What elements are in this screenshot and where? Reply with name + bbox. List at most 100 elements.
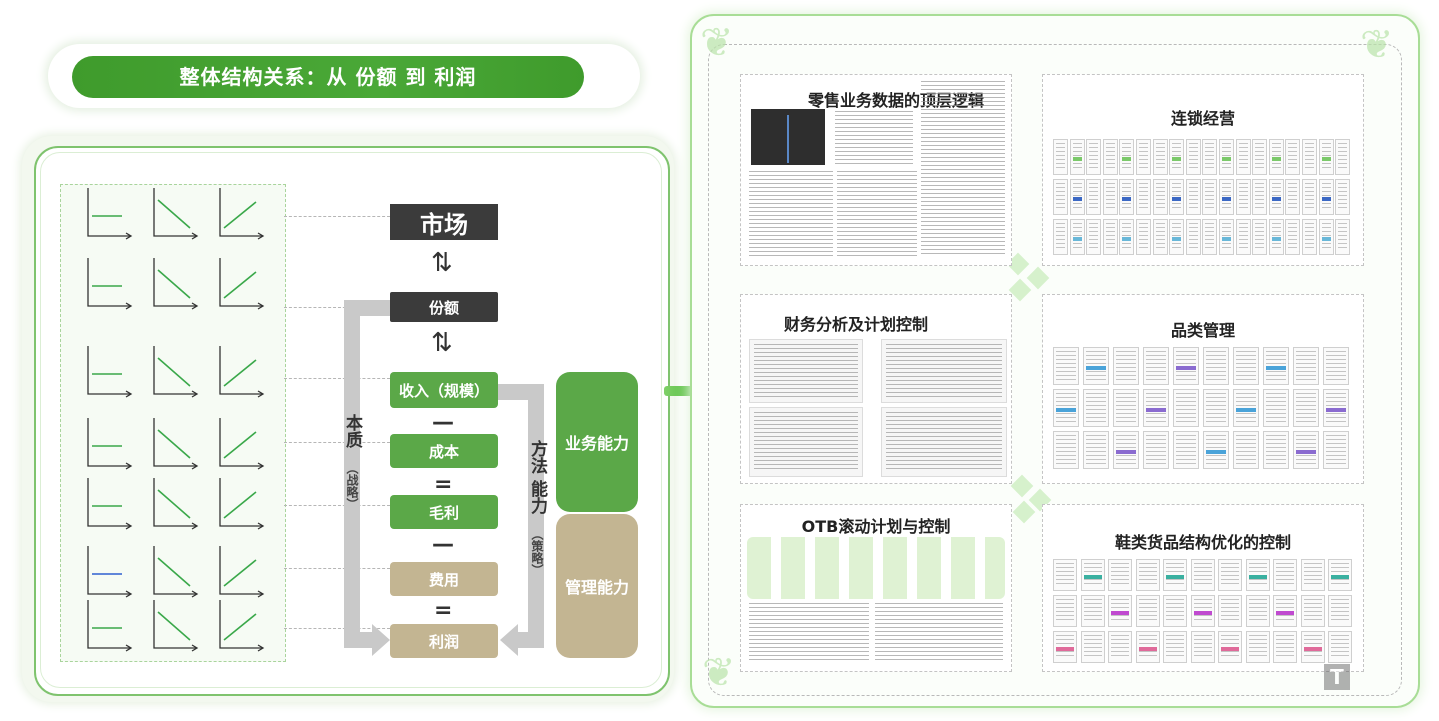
mini-trend-icon <box>87 418 133 470</box>
card-chain[interactable]: 连锁经营 <box>1042 74 1364 266</box>
thumbnail-text <box>1266 393 1286 423</box>
thumbnail-text <box>1193 635 1212 659</box>
method-sub-label: （策略） <box>530 528 544 576</box>
doc-text-block <box>886 344 1002 398</box>
thumbnail-text <box>1056 563 1074 587</box>
doc-thumbnail <box>1119 219 1135 255</box>
thumbnail-text <box>1248 635 1267 659</box>
thumbnail-accent <box>1271 157 1281 161</box>
thumbnail-accent <box>1172 197 1182 201</box>
thumbnail-accent <box>1303 647 1322 651</box>
doc-thumbnail <box>1235 139 1251 175</box>
mini-trend-icon <box>87 546 133 598</box>
thumbnail-text <box>1248 599 1267 623</box>
card-category[interactable]: 品类管理 <box>1042 294 1364 484</box>
doc-text-block <box>886 412 1002 472</box>
thumbnail-accent <box>1271 197 1281 201</box>
thumbnail-text <box>1116 351 1136 381</box>
thumbnail-text <box>1305 223 1314 251</box>
thumbnail-accent <box>1056 408 1076 412</box>
card-finance[interactable]: 财务分析及计划控制 <box>740 294 1012 484</box>
doc-thumbnail <box>1245 631 1270 663</box>
doc-thumbnail <box>1328 559 1352 591</box>
otb-mindmap <box>747 537 1005 599</box>
doc-thumbnail <box>1203 347 1229 385</box>
mini-trend-icon <box>153 600 199 652</box>
expense-node: 费用 <box>390 562 498 596</box>
thumbnail-text <box>1111 635 1129 659</box>
doc-thumbnail <box>1202 139 1218 175</box>
doc-thumbnail <box>1080 559 1105 591</box>
doc-thumbnail <box>1086 139 1102 175</box>
card-shoes[interactable]: 鞋类货品结构优化的控制 <box>1042 504 1364 672</box>
doc-thumbnail <box>1136 139 1151 175</box>
doc-thumbnail <box>1163 631 1187 663</box>
thumbnail-text <box>1236 351 1256 381</box>
equals-sign-2: = <box>434 598 453 623</box>
doc-thumbnail <box>1080 595 1105 627</box>
business-capability-box: 业务能力 <box>556 372 638 512</box>
thumbnail-accent <box>1321 197 1331 201</box>
doc-thumbnail <box>1113 347 1139 385</box>
finance-doc-page <box>749 407 863 477</box>
doc-thumbnail <box>1203 431 1229 469</box>
mini-trend-icon <box>219 546 265 598</box>
thumbnail-accent <box>1176 366 1196 370</box>
doc-thumbnail <box>1318 219 1334 255</box>
doc-thumbnail <box>1318 179 1334 215</box>
doc-thumbnail <box>1119 179 1135 215</box>
thumbnail-text <box>1206 351 1226 381</box>
doc-thumbnail <box>1302 219 1317 255</box>
doc-thumbnail <box>1185 219 1201 255</box>
doc-thumbnail <box>1080 631 1105 663</box>
doc-thumbnail <box>1152 139 1168 175</box>
mini-trend-icon <box>87 478 133 530</box>
thumbnail-text <box>1056 183 1065 211</box>
doc-thumbnail <box>1323 431 1349 469</box>
thumbnail-text <box>1139 223 1148 251</box>
doc-thumbnail <box>1300 595 1325 627</box>
doc-thumbnail <box>1143 347 1169 385</box>
doc-thumbnail <box>1293 431 1319 469</box>
thumbnail-accent <box>1172 157 1182 161</box>
thumbnail-text <box>1236 435 1256 465</box>
card-otb[interactable]: OTB滚动计划与控制 <box>740 504 1012 672</box>
doc-thumbnail <box>1202 219 1218 255</box>
finance-doc-page <box>749 339 863 403</box>
guide-line-cost <box>284 442 390 443</box>
doc-thumbnail <box>1086 219 1102 255</box>
mini-trend-icon <box>219 346 265 398</box>
thumbnail-text <box>1221 599 1239 623</box>
thumbnail-text <box>1105 183 1115 211</box>
thumbnail-text <box>1276 635 1294 659</box>
essence-sub-label: （战略） <box>345 462 359 510</box>
thumbnail-accent <box>1086 366 1106 370</box>
doc-thumbnail <box>1318 139 1334 175</box>
card-top-logic[interactable]: 零售业务数据的顶层逻辑 <box>740 74 1012 266</box>
thumbnail-text <box>1056 351 1076 381</box>
thumbnail-accent <box>1072 197 1082 201</box>
thumbnail-text <box>1056 223 1065 251</box>
doc-text-block <box>835 111 913 167</box>
thumbnail-text <box>1238 183 1248 211</box>
thumbnail-accent <box>1056 647 1074 651</box>
thumbnail-text <box>1205 143 1215 171</box>
thumbnail-text <box>1188 183 1198 211</box>
doc-thumbnail <box>1219 179 1234 215</box>
doc-thumbnail <box>1218 631 1242 663</box>
thumbnail-text <box>1188 143 1198 171</box>
doc-thumbnail <box>1119 139 1135 175</box>
thumbnail-text <box>1155 143 1165 171</box>
doc-thumbnail <box>1108 559 1132 591</box>
thumbnail-accent <box>1166 575 1184 579</box>
doc-thumbnail <box>1169 179 1185 215</box>
doc-thumbnail <box>1135 631 1160 663</box>
thumbnail-text <box>1305 183 1314 211</box>
doc-thumbnail <box>1136 179 1151 215</box>
thumbnail-text <box>1089 223 1099 251</box>
card-title-shoes: 鞋类货品结构优化的控制 <box>1114 533 1291 552</box>
doc-text-block <box>749 603 869 663</box>
doc-thumbnail <box>1268 139 1284 175</box>
doc-thumbnail <box>1190 631 1215 663</box>
